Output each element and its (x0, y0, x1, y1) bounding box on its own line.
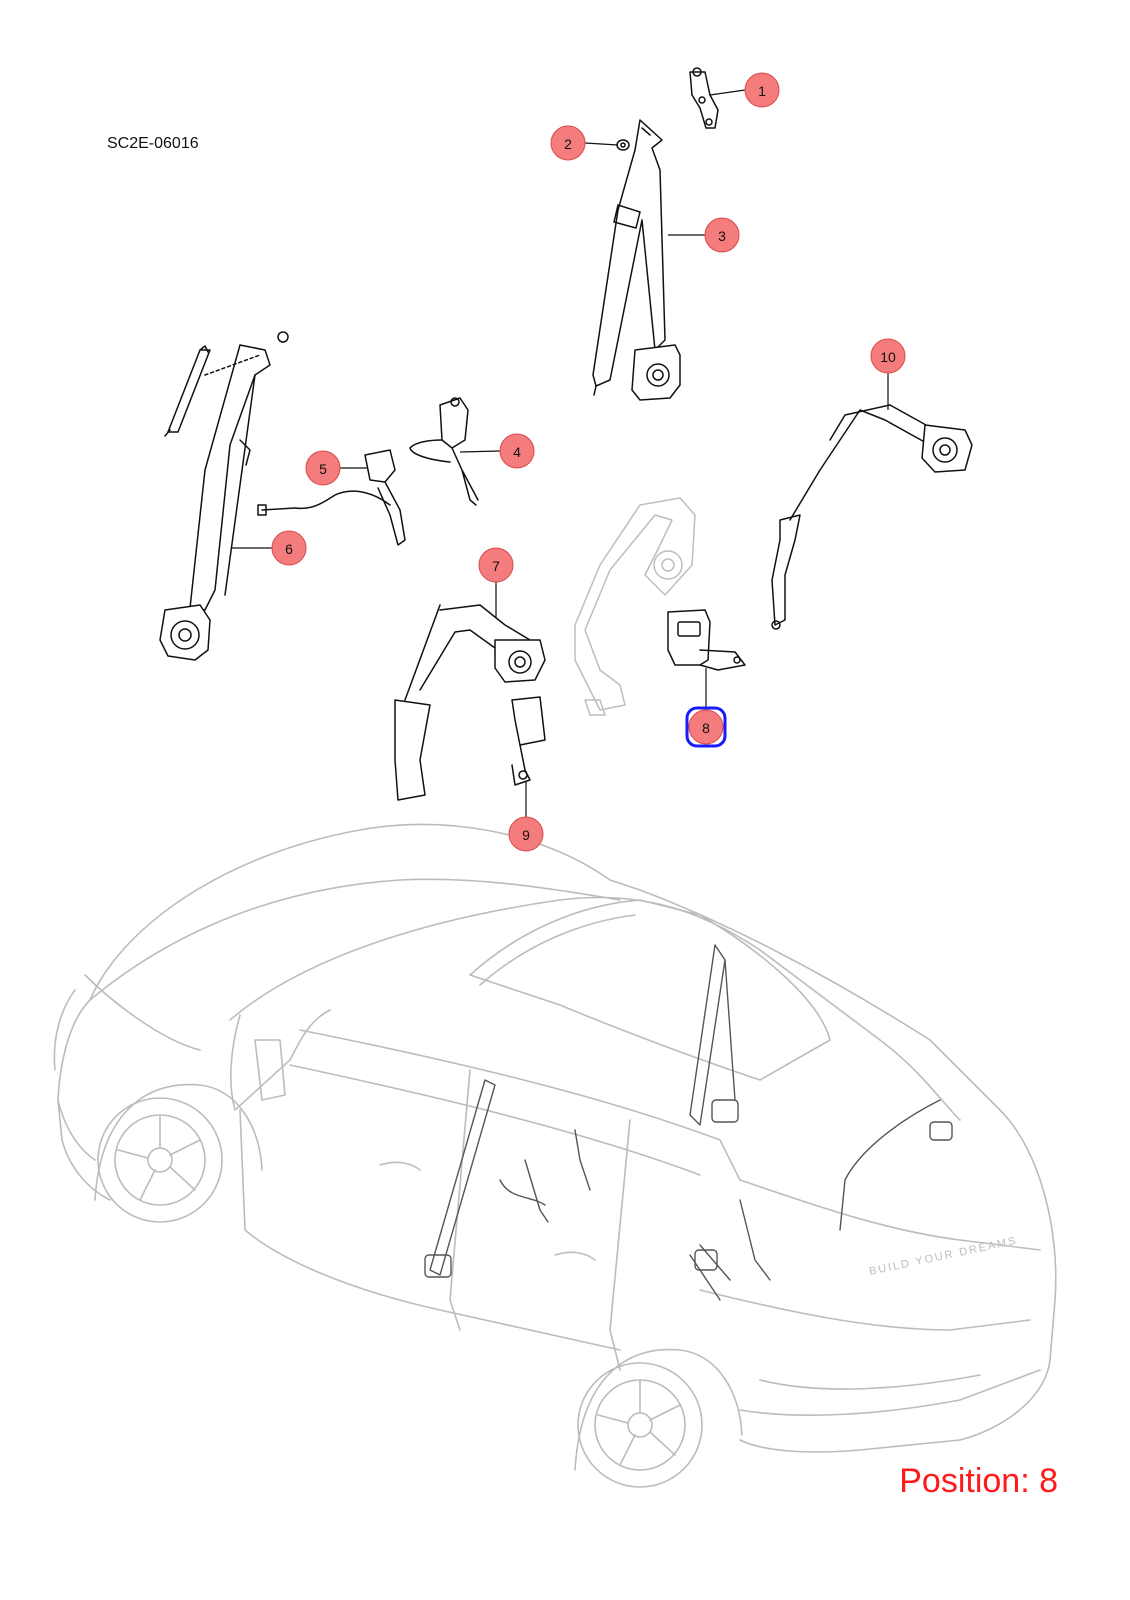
callout-5-number: 5 (319, 461, 327, 477)
callout-10-number: 10 (880, 349, 896, 365)
callout-9-circle (508, 816, 544, 852)
part-4-center-buckle (409, 397, 479, 506)
callout-7-number: 7 (492, 558, 500, 574)
car-badge: BUILD YOUR DREAMS (868, 1235, 1018, 1278)
callout-5[interactable]: 5 (305, 450, 341, 486)
callout-1-number: 1 (758, 83, 766, 99)
callout-7[interactable]: 7 (478, 547, 514, 583)
drawing-code: SC2E-06016 (107, 135, 199, 152)
callout-8-circle (688, 709, 724, 745)
callout-2-circle (550, 125, 586, 161)
leader-lines (232, 89, 889, 817)
callout-7-circle (478, 547, 514, 583)
part-3-retractor-belt (592, 119, 681, 401)
part-6-b-pillar-retractor (159, 331, 289, 661)
callout-5-circle (305, 450, 341, 486)
callout-8[interactable]: 8 (685, 706, 727, 748)
callout-2[interactable]: 2 (550, 125, 586, 161)
callout-3-circle (704, 217, 740, 253)
callout-4[interactable]: 4 (499, 433, 535, 469)
callout-6[interactable]: 6 (271, 530, 307, 566)
vehicle-illustration: BUILD YOUR DREAMS (53, 823, 1057, 1488)
callout-8-number: 8 (702, 720, 710, 736)
rear-wheel (574, 1348, 743, 1488)
callout-1[interactable]: 1 (744, 72, 780, 108)
callout-4-circle (499, 433, 535, 469)
part-1-height-adjuster (689, 67, 719, 129)
installed-belts (424, 944, 953, 1301)
callout-3-number: 3 (718, 228, 726, 244)
part-10-rear-right-belt (771, 404, 973, 630)
part-2-nut (616, 139, 630, 151)
callout-4-number: 4 (513, 444, 521, 460)
callout-6-circle (271, 530, 307, 566)
callout-bubbles: 1 2 3 4 5 6 7 8 (271, 72, 906, 852)
callout-10-circle (870, 338, 906, 374)
part-5-buckle (257, 449, 406, 546)
callout-1-circle (744, 72, 780, 108)
callout-9[interactable]: 9 (508, 816, 544, 852)
position-label: Position: 8 (899, 1462, 1058, 1500)
callout-2-number: 2 (564, 136, 572, 152)
callout-3[interactable]: 3 (704, 217, 740, 253)
part-8-center-retractor (667, 609, 746, 671)
callout-8-highlight-ring (685, 706, 727, 748)
part-7-rear-side-belt (394, 604, 546, 801)
callout-10[interactable]: 10 (870, 338, 906, 374)
ghost-rear-center-belt (574, 497, 696, 716)
callout-6-number: 6 (285, 541, 293, 557)
front-wheel (94, 1083, 263, 1223)
part-9-buckle (511, 696, 546, 786)
callout-9-number: 9 (522, 827, 530, 843)
